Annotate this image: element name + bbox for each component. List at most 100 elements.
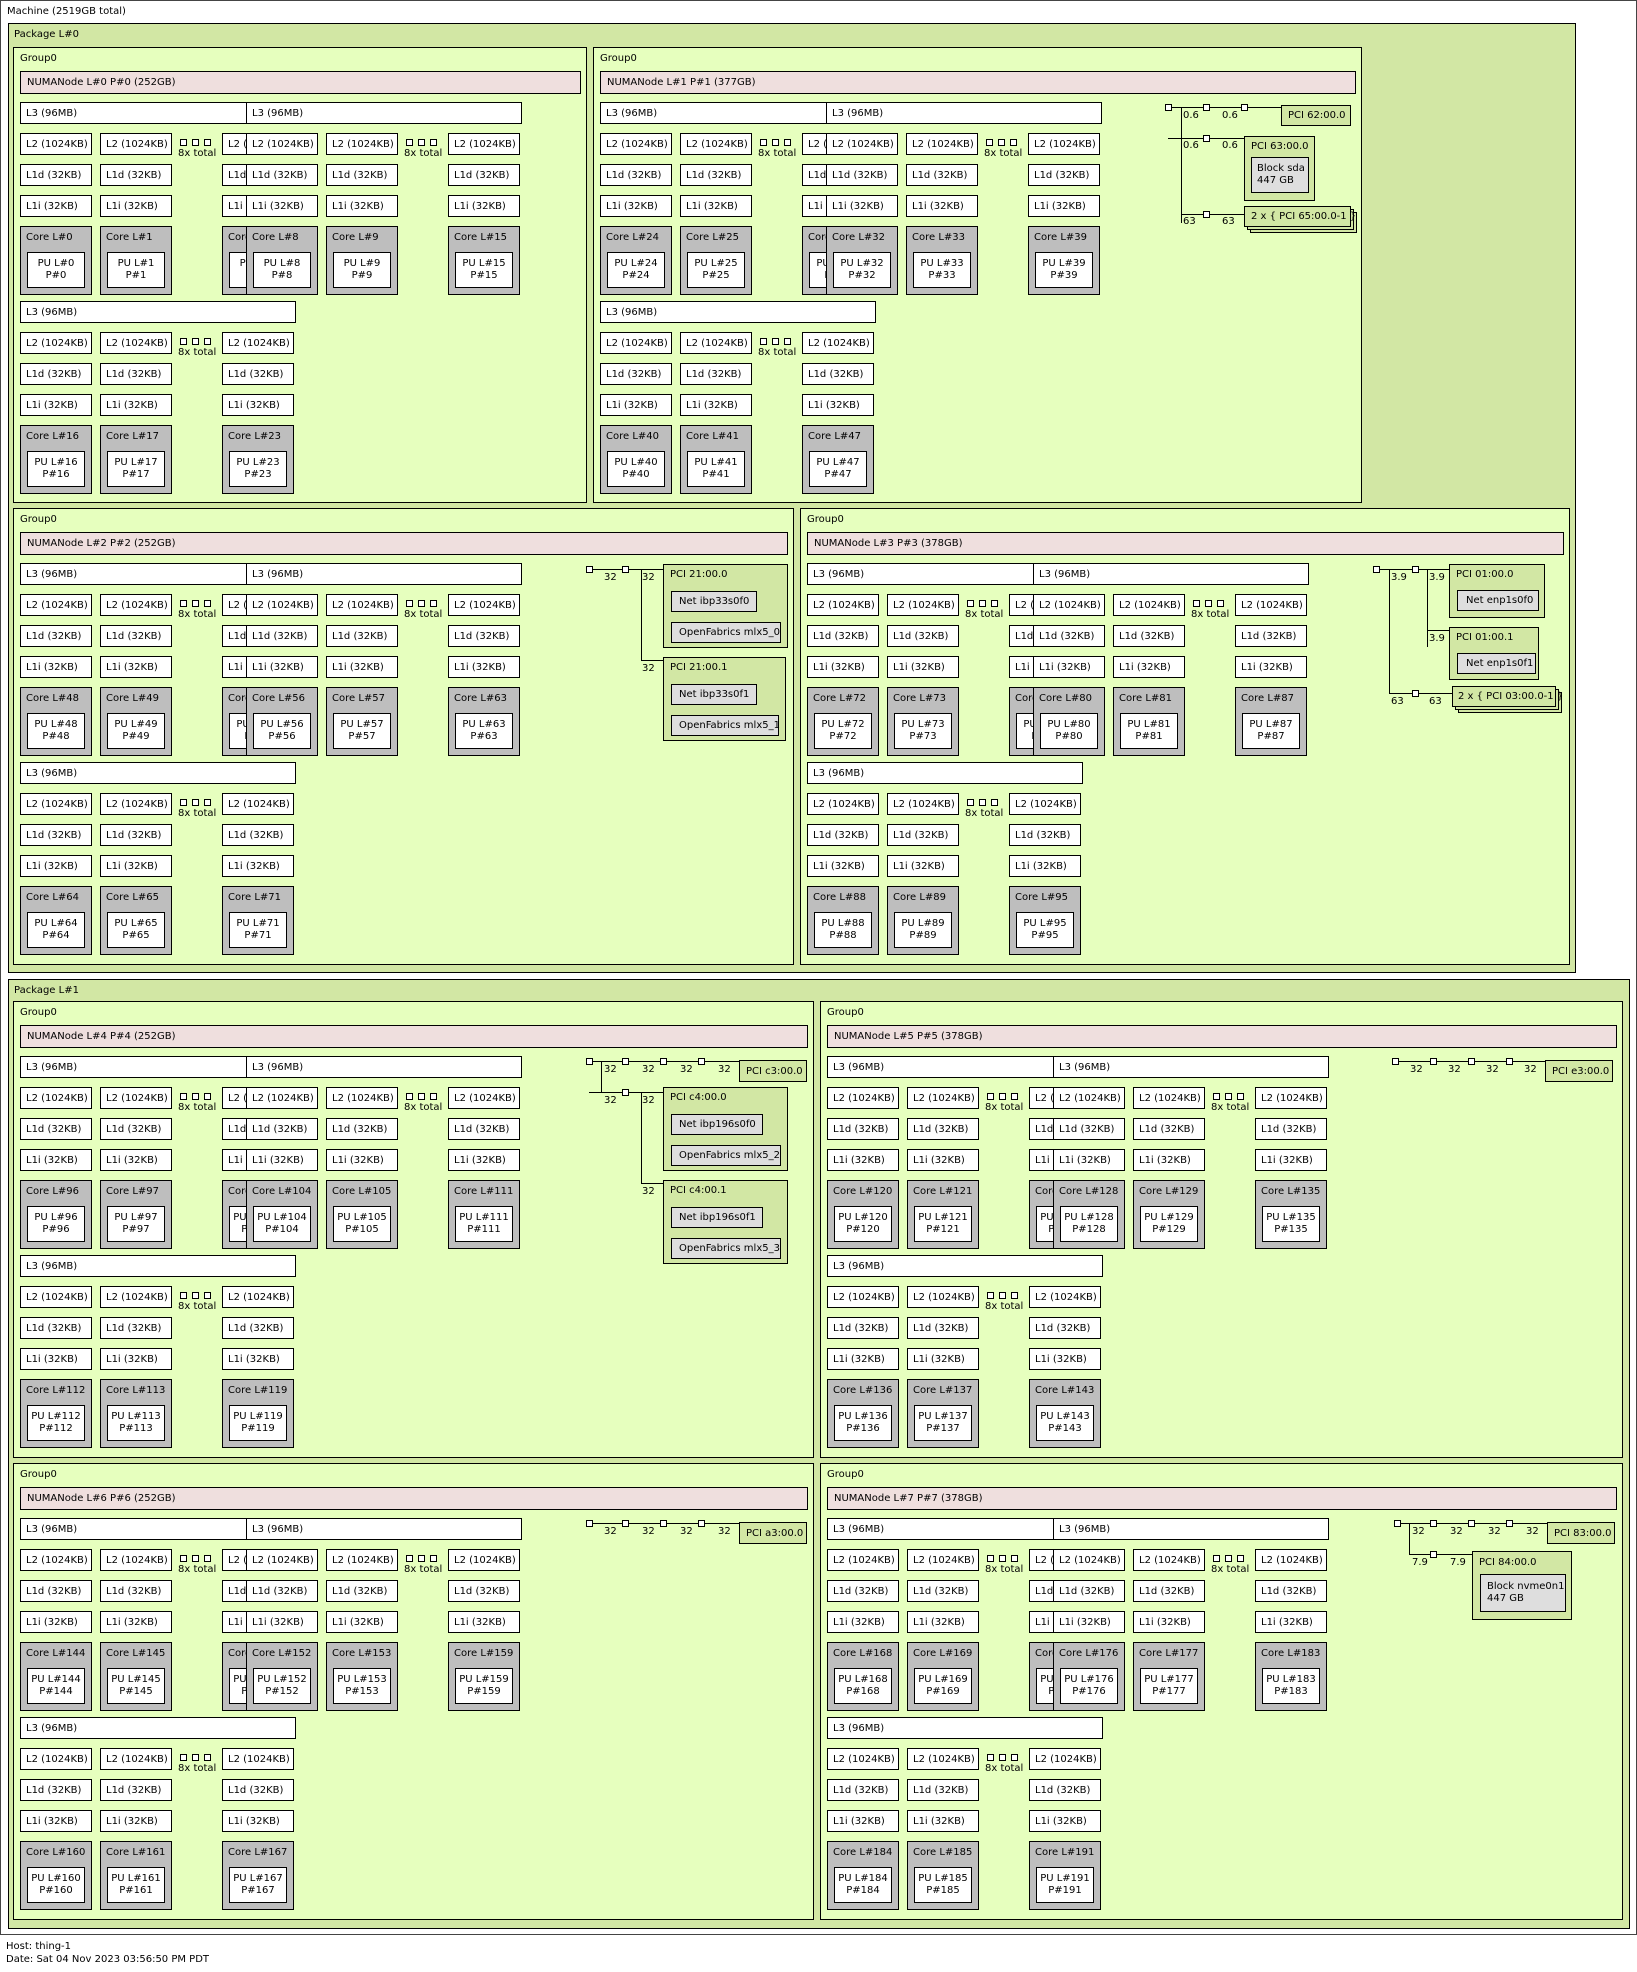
l2-cache[interactable]: L2 (1024KB) — [1033, 594, 1105, 616]
l2-cache[interactable]: L2 (1024KB) — [906, 133, 978, 155]
processing-unit[interactable]: PU L#159 P#159 — [455, 1668, 513, 1704]
processing-unit[interactable]: PU L#39 P#39 — [1035, 252, 1093, 288]
l1d-cache[interactable]: L1d (32KB) — [807, 824, 879, 846]
l1i-cache[interactable]: L1i (32KB) — [907, 1348, 979, 1370]
processing-unit[interactable]: PU L#111 P#111 — [455, 1206, 513, 1242]
openfabrics-device[interactable]: OpenFabrics mlx5_0 — [671, 622, 781, 643]
l1i-cache[interactable]: L1i (32KB) — [246, 1611, 318, 1633]
processing-unit[interactable]: PU L#191 P#191 — [1036, 1867, 1094, 1903]
processing-unit[interactable]: PU L#121 P#121 — [914, 1206, 972, 1242]
l1d-cache[interactable]: L1d (32KB) — [600, 164, 672, 186]
l1d-cache[interactable]: L1d (32KB) — [326, 1580, 398, 1602]
pci-device[interactable]: PCI 21:00.0 Net ibp33s0f0 OpenFabrics ml… — [663, 564, 788, 648]
l1i-cache[interactable]: L1i (32KB) — [907, 1149, 979, 1171]
l2-cache[interactable]: L2 (1024KB) — [20, 133, 92, 155]
l1d-cache[interactable]: L1d (32KB) — [907, 1118, 979, 1140]
processing-unit[interactable]: PU L#143 P#143 — [1036, 1405, 1094, 1441]
l1i-cache[interactable]: L1i (32KB) — [1133, 1149, 1205, 1171]
l1i-cache[interactable]: L1i (32KB) — [680, 394, 752, 416]
l2-cache[interactable]: L2 (1024KB) — [448, 1087, 520, 1109]
processing-unit[interactable]: PU L#80 P#80 — [1040, 713, 1098, 749]
l1i-cache[interactable]: L1i (32KB) — [1028, 195, 1100, 217]
l1i-cache[interactable]: L1i (32KB) — [1053, 1611, 1125, 1633]
processing-unit[interactable]: PU L#120 P#120 — [834, 1206, 892, 1242]
l2-cache[interactable]: L2 (1024KB) — [907, 1087, 979, 1109]
l1d-cache[interactable]: L1d (32KB) — [222, 1317, 294, 1339]
l2-cache[interactable]: L2 (1024KB) — [907, 1286, 979, 1308]
l1d-cache[interactable]: L1d (32KB) — [1133, 1580, 1205, 1602]
l3-cache[interactable]: L3 (96MB) — [20, 1518, 296, 1540]
l1i-cache[interactable]: L1i (32KB) — [907, 1611, 979, 1633]
processing-unit[interactable]: PU L#9 P#9 — [333, 252, 391, 288]
l1d-cache[interactable]: L1d (32KB) — [222, 363, 294, 385]
l2-cache[interactable]: L2 (1024KB) — [326, 1549, 398, 1571]
l2-cache[interactable]: L2 (1024KB) — [907, 1549, 979, 1571]
l2-cache[interactable]: L2 (1024KB) — [680, 332, 752, 354]
processing-unit[interactable]: PU L#15 P#15 — [455, 252, 513, 288]
l1i-cache[interactable]: L1i (32KB) — [1113, 656, 1185, 678]
l1i-cache[interactable]: L1i (32KB) — [20, 1810, 92, 1832]
l2-cache[interactable]: L2 (1024KB) — [802, 332, 874, 354]
l1i-cache[interactable]: L1i (32KB) — [1033, 656, 1105, 678]
l2-cache[interactable]: L2 (1024KB) — [1028, 133, 1100, 155]
l1d-cache[interactable]: L1d (32KB) — [100, 1118, 172, 1140]
l2-cache[interactable]: L2 (1024KB) — [600, 133, 672, 155]
l2-cache[interactable]: L2 (1024KB) — [222, 332, 294, 354]
l1d-cache[interactable]: L1d (32KB) — [826, 164, 898, 186]
l1d-cache[interactable]: L1d (32KB) — [907, 1317, 979, 1339]
l1d-cache[interactable]: L1d (32KB) — [1053, 1580, 1125, 1602]
l2-cache[interactable]: L2 (1024KB) — [100, 332, 172, 354]
l1d-cache[interactable]: L1d (32KB) — [448, 625, 520, 647]
numa-node[interactable]: NUMANode L#6 P#6 (252GB) — [20, 1487, 808, 1510]
l1i-cache[interactable]: L1i (32KB) — [1255, 1611, 1327, 1633]
l1d-cache[interactable]: L1d (32KB) — [907, 1580, 979, 1602]
l2-cache[interactable]: L2 (1024KB) — [20, 1748, 92, 1770]
processing-unit[interactable]: PU L#56 P#56 — [253, 713, 311, 749]
l2-cache[interactable]: L2 (1024KB) — [887, 594, 959, 616]
l1d-cache[interactable]: L1d (32KB) — [680, 363, 752, 385]
l2-cache[interactable]: L2 (1024KB) — [222, 1748, 294, 1770]
l2-cache[interactable]: L2 (1024KB) — [807, 594, 879, 616]
net-device[interactable]: Net ibp33s0f0 — [671, 591, 757, 612]
l1i-cache[interactable]: L1i (32KB) — [802, 394, 874, 416]
l1d-cache[interactable]: L1d (32KB) — [827, 1118, 899, 1140]
l1d-cache[interactable]: L1d (32KB) — [1133, 1118, 1205, 1140]
l2-cache[interactable]: L2 (1024KB) — [326, 133, 398, 155]
processing-unit[interactable]: PU L#0 P#0 — [27, 252, 85, 288]
l1i-cache[interactable]: L1i (32KB) — [326, 1611, 398, 1633]
l1d-cache[interactable]: L1d (32KB) — [827, 1580, 899, 1602]
processing-unit[interactable]: PU L#176 P#176 — [1060, 1668, 1118, 1704]
processing-unit[interactable]: PU L#129 P#129 — [1140, 1206, 1198, 1242]
net-device[interactable]: Net ibp33s0f1 — [671, 684, 757, 705]
l1i-cache[interactable]: L1i (32KB) — [1235, 656, 1307, 678]
l1i-cache[interactable]: L1i (32KB) — [1133, 1611, 1205, 1633]
l1i-cache[interactable]: L1i (32KB) — [826, 195, 898, 217]
l2-cache[interactable]: L2 (1024KB) — [100, 793, 172, 815]
l1d-cache[interactable]: L1d (32KB) — [448, 164, 520, 186]
l2-cache[interactable]: L2 (1024KB) — [1133, 1549, 1205, 1571]
l1i-cache[interactable]: L1i (32KB) — [807, 656, 879, 678]
